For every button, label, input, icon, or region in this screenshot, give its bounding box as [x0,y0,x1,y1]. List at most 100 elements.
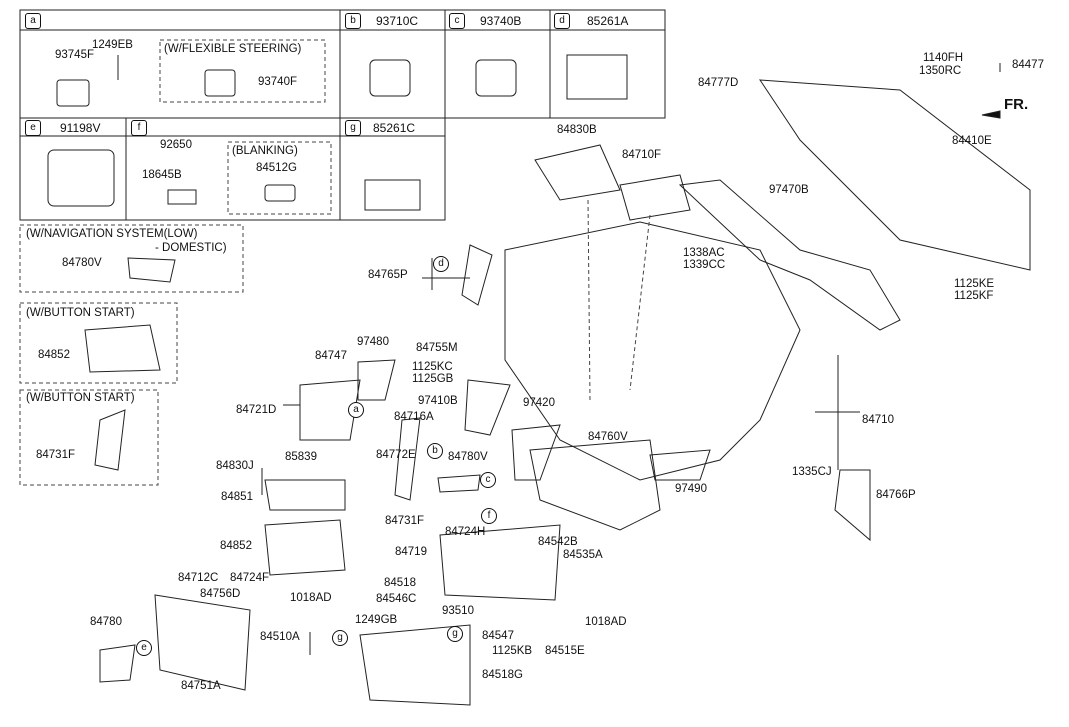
switch-93740F-shape [204,69,236,97]
label-84710F: 84710F [622,149,662,161]
label-84830B: 84830B [557,124,597,136]
label-84515E: 84515E [545,645,585,657]
callout-c: c [480,472,496,488]
callout-g: g [332,630,348,646]
label-1125GB: 1125GB [412,373,454,385]
label-84710: 84710 [862,414,894,426]
panel-f-key: f [131,120,147,136]
label-1018AD-left: 1018AD [290,592,332,604]
shroud-84852-inset [84,324,161,373]
label-1125KC: 1125KC [412,361,453,373]
trim-84731F-inset [94,409,126,471]
front-direction: FR. [1004,96,1029,113]
panel-c-key: c [449,13,465,29]
label-18645B: 18645B [142,169,182,181]
button-start-part-1: 84852 [38,349,70,361]
duct-97470B [678,179,901,331]
callout-d: d [433,256,449,272]
label-1335CJ: 1335CJ [792,466,832,478]
label-84765P: 84765P [368,269,408,281]
switch-93710C-shape [369,59,411,97]
inset-grid-frame [19,9,446,221]
nav-part: 84780V [62,257,102,269]
label-flex-steering: (W/FLEXIBLE STEERING) [164,43,302,55]
label-84477: 84477 [1012,59,1044,71]
switch-93745F-shape [56,79,90,107]
nav-variant-box [19,224,244,293]
blanking-box [227,141,332,215]
label-84547: 84547 [482,630,514,642]
label-93740F: 93740F [258,76,298,88]
label-84535A: 84535A [563,549,603,561]
button-start-box-1 [19,302,178,384]
panel-84760V [529,439,661,531]
label-97410B: 97410B [418,395,458,407]
label-84760V: 84760V [588,431,628,443]
callout-a: a [348,402,364,418]
label-84756D: 84756D [200,588,241,600]
label-1249EB: 1249EB [92,39,133,51]
label-1338AC: 1338AC [683,247,725,259]
cowl-cross-bar [759,79,1031,271]
callout-g-2: g [447,626,463,642]
label-84518G: 84518G [482,669,523,681]
label-97490: 97490 [675,483,707,495]
label-84851: 84851 [221,491,253,503]
callout-b: b [427,443,443,459]
nav-title-2: - DOMESTIC) [155,242,227,254]
crash-pad-outline [504,221,801,481]
label-93745F: 93745F [55,49,95,61]
label-84830J: 84830J [216,460,254,472]
cover-84851 [264,479,346,511]
cover-84710F [619,174,691,221]
label-1018AD-right: 1018AD [585,616,627,628]
switch-84780V-inset [127,257,176,283]
nav-title-1: (W/NAVIGATION SYSTEM(LOW) [26,228,198,240]
panel-84721D [299,379,361,441]
label-97420: 97420 [523,397,555,409]
label-84510A: 84510A [260,631,300,643]
label-1339CC: 1339CC [683,259,726,271]
label-1350RC: 1350RC [919,65,962,77]
button-start-title-2: (W/BUTTON START) [26,392,135,404]
label-84512G: 84512G [256,162,297,174]
panel-e-part: 91198V [60,121,101,135]
label-84772E: 84772E [376,449,416,461]
label-84780V: 84780V [448,451,488,463]
label-97480: 97480 [357,336,389,348]
label-93510: 93510 [442,605,474,617]
label-91198V-shape [47,149,115,207]
label-84721D: 84721D [236,404,277,416]
label-85261A-shape [566,54,628,100]
label-1125KF: 1125KF [954,290,994,302]
panel-b-key: b [345,13,361,29]
label-85839: 85839 [285,451,317,463]
blank-84512G-shape [264,184,296,202]
label-84542B: 84542B [538,536,578,548]
button-start-title-1: (W/BUTTON START) [26,307,135,319]
panel-97410B [464,379,511,436]
label-84716A: 84716A [394,411,434,423]
panel-g-part: 85261C [373,121,416,135]
label-84724F: 84724F [230,572,270,584]
label-1249GB: 1249GB [355,614,398,626]
panel-d-key: d [554,13,570,29]
label-84755M: 84755M [416,342,458,354]
label-1125KE: 1125KE [954,278,995,290]
vent-97420 [511,424,561,481]
panel-b-part: 93710C [376,14,419,28]
vent-97490 [649,449,711,481]
label-84731F: 84731F [385,515,425,527]
panel-g-key: g [345,120,361,136]
panel-a-key: a [25,13,41,29]
switch-93740B-shape [475,59,517,97]
label-97470B: 97470B [769,184,809,196]
button-start-box-2 [19,389,159,486]
label-1125KB: 1125KB [492,645,533,657]
trim-84731F [394,417,421,501]
label-84724H: 84724H [445,526,486,538]
glove-box-lower [359,624,471,706]
label-1140FH: 1140FH [923,52,964,64]
label-84546C: 84546C [376,593,417,605]
